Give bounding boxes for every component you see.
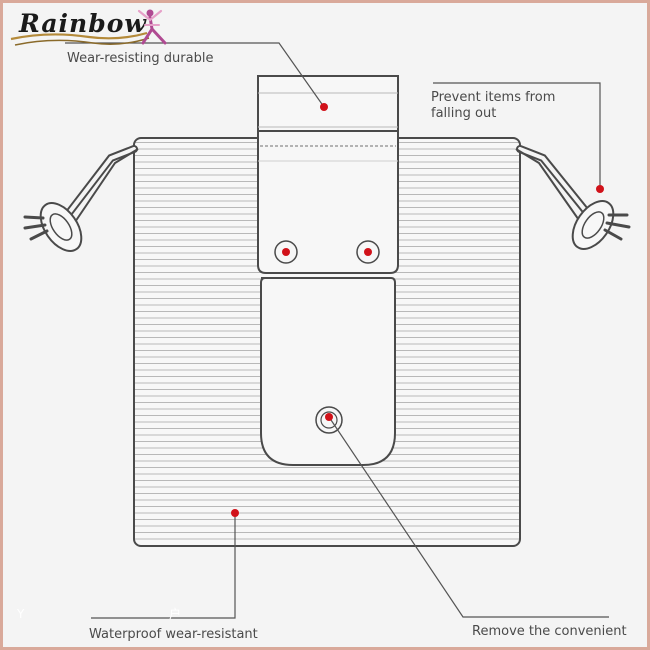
leader-lines <box>65 42 609 619</box>
front-pocket <box>260 277 396 466</box>
brand-name: Rainbow <box>19 9 147 38</box>
right-drawstring <box>515 145 593 224</box>
leader-line-bottom-right <box>328 416 609 618</box>
marker-handle <box>320 103 328 111</box>
stray-mark-left: Y <box>17 607 25 621</box>
leader-line-top-right <box>433 82 601 189</box>
closure-flap <box>257 130 399 274</box>
annotation-remove-convenient: Remove the convenient <box>472 624 627 639</box>
marker-snap-left <box>282 248 290 256</box>
left-drawstring <box>61 145 139 226</box>
brand-logo: Rainbow <box>9 7 179 53</box>
yoga-figure-icon <box>137 9 167 45</box>
marker-body <box>231 509 239 517</box>
right-cord-lock-icon <box>571 200 631 250</box>
brand-swoosh-icon <box>10 31 150 46</box>
marker-snap-right <box>364 248 372 256</box>
top-handle <box>257 75 399 133</box>
marker-drawstring <box>596 185 604 193</box>
leader-line-bottom-left <box>91 515 236 619</box>
callout-markers <box>231 103 604 517</box>
annotation-wear-resisting: Wear-resisting durable <box>67 51 214 66</box>
annotation-waterproof: Waterproof wear-resistant <box>89 627 258 642</box>
leader-line-top-left <box>65 42 325 108</box>
product-diagram-frame: Rainbow Wear-resisting durable Prevent i… <box>3 3 647 647</box>
yoga-mat-bag-diagram <box>23 42 631 619</box>
left-cord-lock-icon <box>23 202 83 252</box>
stray-mark-center: 户 <box>169 607 182 621</box>
annotation-prevent-items: Prevent items from falling out <box>431 90 556 121</box>
marker-pocket <box>325 413 333 421</box>
